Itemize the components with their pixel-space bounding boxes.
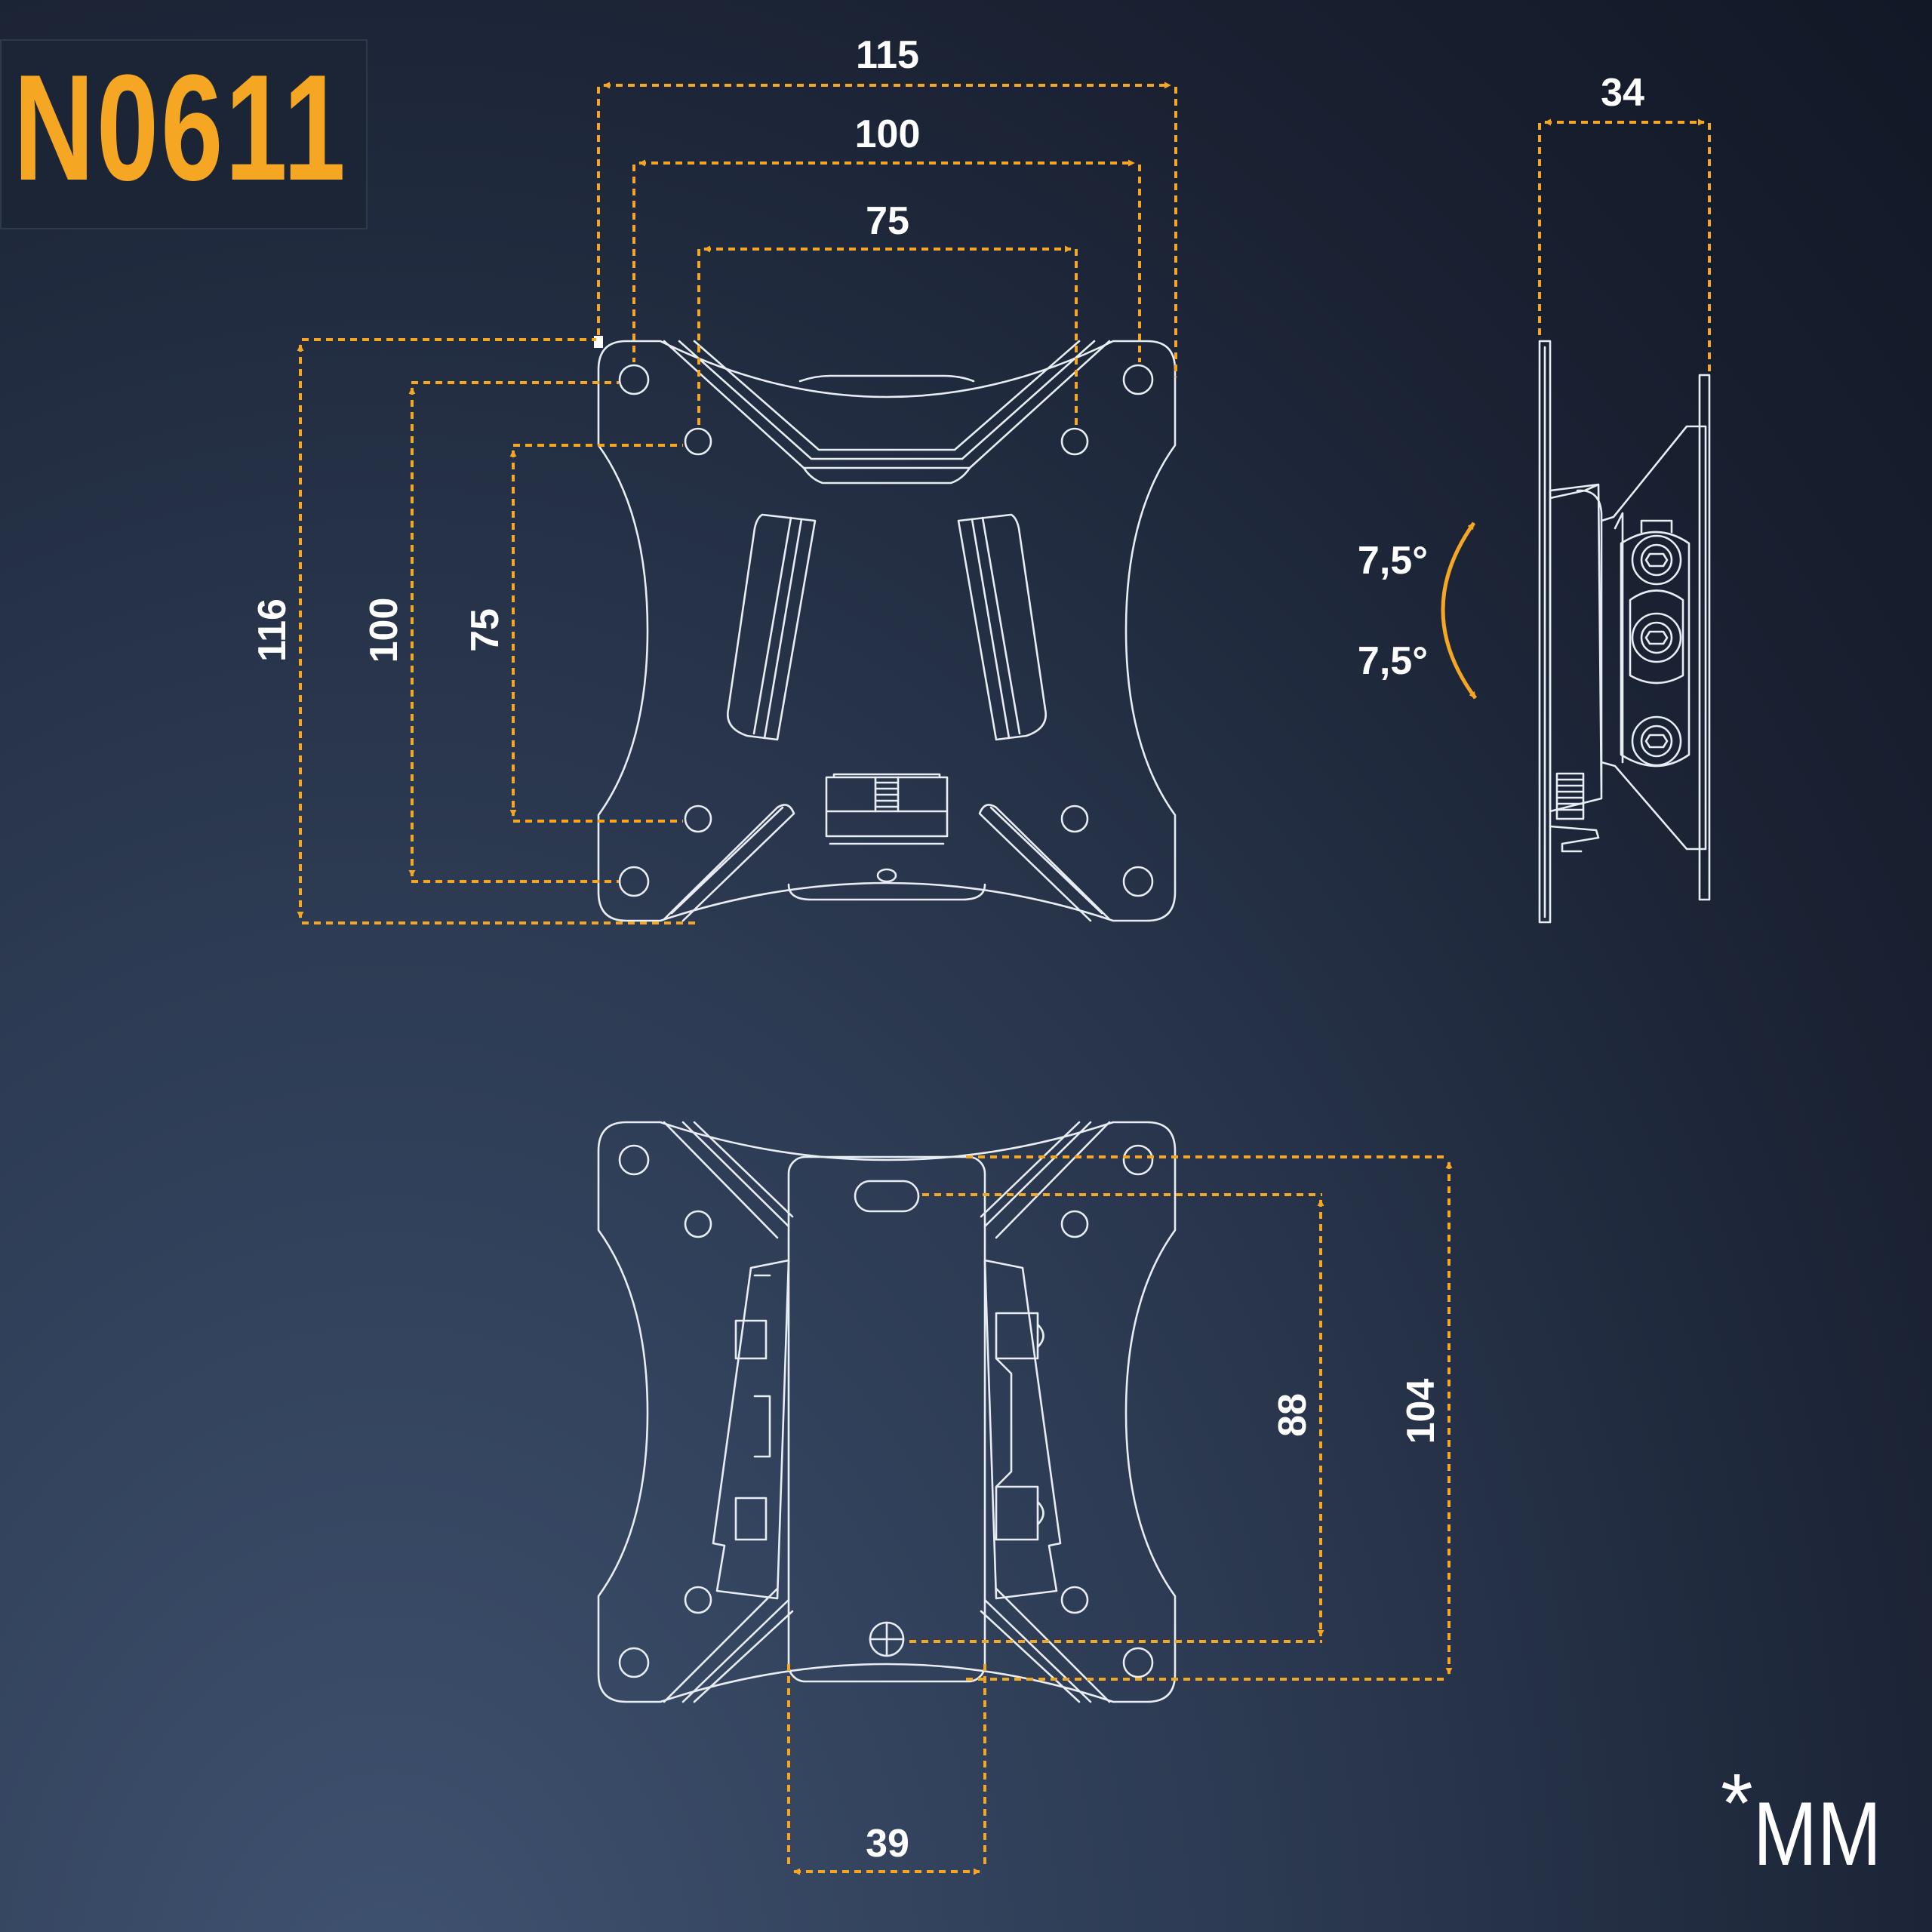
dim-label-75-w: 75 <box>866 199 909 243</box>
reference-marker <box>594 336 603 348</box>
vesa-hole-75-bottom-right <box>1060 804 1089 833</box>
dim-label-115: 115 <box>856 33 919 77</box>
vesa-hole-100-bottom-left <box>618 866 650 897</box>
side-dimensions: 34 7,5° 7,5° <box>1358 71 1711 700</box>
dim-label-34: 34 <box>1601 71 1644 115</box>
unit-label: MM <box>1752 1783 1881 1884</box>
vesa-hole-75-top-left <box>684 427 712 456</box>
rear-bottom-ribs <box>663 1587 1111 1703</box>
rear-hole-bl <box>618 1647 650 1678</box>
side-bracket-body <box>1549 483 1603 813</box>
side-vesa-plate <box>1698 374 1711 901</box>
side-hub-inner <box>1629 589 1684 685</box>
rear-hole-tl <box>618 1144 650 1176</box>
side-view <box>1538 340 1711 924</box>
front-view <box>594 336 1177 922</box>
rear-top-slot <box>854 1180 920 1213</box>
vesa-hole-75-top-right <box>1060 427 1089 456</box>
dim-label-100-h: 100 <box>362 598 406 663</box>
rear-hole-inner-tr <box>1060 1210 1089 1238</box>
rear-top-ribs <box>663 1121 1111 1239</box>
rear-hole-br <box>1122 1647 1154 1678</box>
model-number: N0611 <box>14 44 348 212</box>
front-clamp-screw <box>874 776 900 813</box>
side-wall-plate <box>1538 340 1552 924</box>
unit-asterisk: * <box>1721 1757 1753 1850</box>
front-bottom-tab <box>787 883 986 901</box>
rear-tilt-arm-right <box>983 1259 1062 1600</box>
rear-tilt-arm-left <box>712 1259 790 1600</box>
front-bottom-left-rib <box>663 804 795 922</box>
vesa-hole-100-top-right <box>1122 364 1154 395</box>
side-tilt-arm <box>1600 425 1707 851</box>
dim-label-39: 39 <box>866 1822 909 1866</box>
front-dimensions: 115 100 75 116 100 75 <box>251 33 1177 924</box>
rear-hole-inner-br <box>1060 1586 1089 1614</box>
side-tilt-hub <box>1620 531 1690 768</box>
side-lower-tab <box>1549 825 1600 853</box>
unit-note: *MM <box>1721 1758 1904 1909</box>
dim-label-116: 116 <box>251 598 294 662</box>
rear-hole-inner-bl <box>684 1586 712 1614</box>
vesa-hole-100-bottom-right <box>1122 866 1154 897</box>
rear-plate-outline <box>597 1121 1177 1703</box>
side-bolts <box>1631 519 1682 767</box>
rear-hole-tr <box>1122 1144 1154 1176</box>
front-center-clamp <box>825 773 949 845</box>
dim-label-88: 88 <box>1271 1393 1315 1437</box>
model-badge <box>0 39 368 229</box>
dim-label-104: 104 <box>1399 1379 1443 1444</box>
rear-wall-plate <box>787 1155 986 1683</box>
side-spring <box>1555 772 1585 820</box>
front-top-rib <box>663 340 1111 485</box>
tilt-down-label: 7,5° <box>1358 639 1428 683</box>
dim-label-100-w: 100 <box>855 112 921 156</box>
rear-bottom-screw <box>869 1621 905 1657</box>
front-plate-outline <box>597 340 1177 922</box>
front-bottom-slot <box>876 868 897 883</box>
vesa-hole-100-top-left <box>618 364 650 395</box>
vesa-hole-75-bottom-left <box>684 804 712 833</box>
front-top-tab <box>798 374 975 383</box>
front-left-slot <box>727 513 817 741</box>
rear-dimensions: 88 104 39 <box>787 1155 1453 1875</box>
front-bottom-right-rib <box>978 804 1111 922</box>
rear-hole-inner-tl <box>684 1210 712 1238</box>
rear-view <box>597 1121 1177 1703</box>
tilt-up-label: 7,5° <box>1358 539 1428 583</box>
front-right-slot <box>957 513 1047 741</box>
dim-label-75-h: 75 <box>463 608 507 652</box>
tilt-arrow <box>1441 521 1478 700</box>
